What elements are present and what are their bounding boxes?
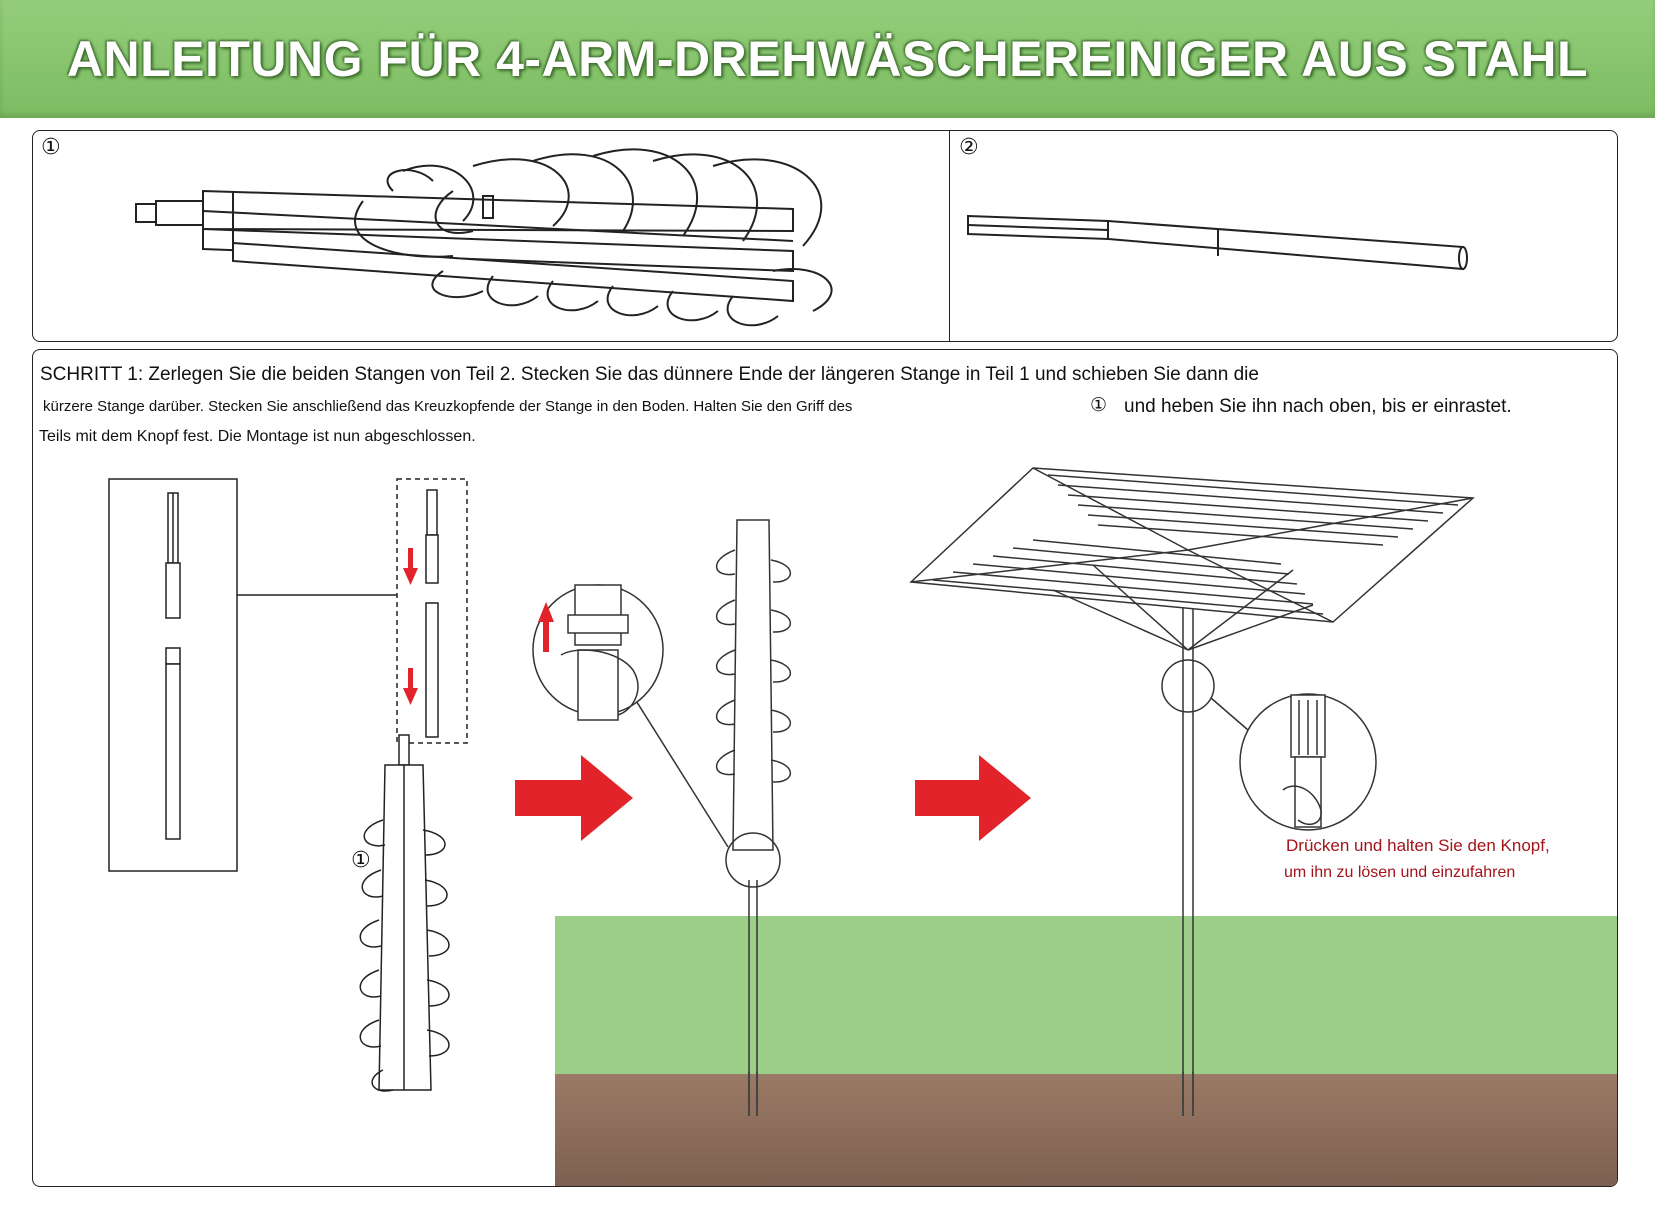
parts-panel: ① ② — [32, 130, 1618, 342]
part-1-number: ① — [41, 135, 61, 160]
parts-divider — [949, 131, 950, 341]
title-banner: ANLEITUNG FÜR 4-ARM-DREHWÄSCHEREINIGER A… — [0, 0, 1655, 118]
button-callout-line-1: Drücken und halten Sie den Knopf, — [1286, 836, 1550, 855]
inserted-folded-head-drawing — [532, 519, 791, 1116]
step-1-line-2b: und heben Sie ihn nach oben, bis er einr… — [1124, 396, 1512, 417]
right-arrow-1-icon — [515, 755, 633, 841]
part-2-number: ② — [959, 135, 979, 160]
step-1-line-2a: kürzere Stange darüber. Stecken Sie ansc… — [43, 398, 853, 415]
pole-insertion-dashed-box — [396, 478, 468, 744]
separated-poles-box — [108, 478, 397, 872]
two-piece-pole-drawing — [967, 214, 1468, 271]
folded-head-vertical-drawing — [359, 734, 450, 1092]
parts-illustration — [135, 148, 1468, 327]
page-title: ANLEITUNG FÜR 4-ARM-DREHWÄSCHEREINIGER A… — [66, 31, 1589, 87]
assembly-illustration — [108, 467, 1475, 1116]
step-1-line-3: Teils mit dem Knopf fest. Die Montage is… — [39, 428, 476, 445]
down-arrow-icon — [403, 548, 418, 705]
up-arrow-icon — [538, 602, 554, 652]
button-callout-line-2: um ihn zu lösen und einzufahren — [1284, 864, 1516, 881]
right-arrow-2-icon — [915, 755, 1031, 841]
folded-part-number: ① — [351, 848, 371, 873]
step-1-panel: SCHRITT 1: Zerlegen Sie die beiden Stang… — [32, 349, 1618, 1187]
grass-area — [555, 916, 1617, 1074]
soil-area — [555, 1074, 1617, 1186]
step-1-line-1: SCHRITT 1: Zerlegen Sie die beiden Stang… — [40, 364, 1259, 385]
opened-rotary-dryer-drawing — [909, 467, 1475, 1116]
step-1-line-2-number: ① — [1090, 394, 1108, 416]
folded-rotary-head-drawing — [135, 148, 833, 327]
